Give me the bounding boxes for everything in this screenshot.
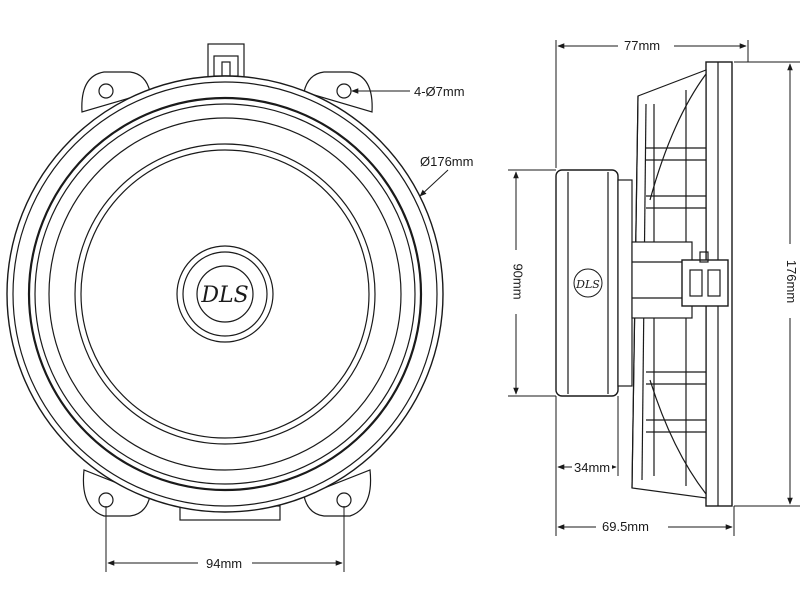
side-view	[555, 61, 733, 507]
mount-ear-top-right	[303, 71, 373, 113]
dls-logo: DLS	[200, 283, 248, 308]
side-logo-badge	[573, 268, 603, 298]
front-view	[6, 43, 444, 521]
label-magnet-depth: 34mm	[572, 460, 613, 475]
mount-ear-bottom-right	[303, 469, 372, 517]
dimension-hole-spacing	[105, 506, 345, 572]
dimension-lines-side	[508, 40, 800, 536]
side-connector	[681, 259, 729, 307]
label-magnet-diameter: 90mm	[510, 261, 526, 302]
label-mount-depth: 69.5mm	[600, 519, 651, 534]
mount-hole-top-left	[98, 83, 114, 99]
mount-ear-top-left	[81, 71, 151, 113]
surround-ring	[27, 96, 423, 492]
outer-frame-ring	[6, 75, 444, 513]
mount-hole-top-right	[336, 83, 352, 99]
terminal-connector	[207, 43, 245, 79]
label-outer-diameter: Ø176mm	[418, 154, 476, 169]
label-hole-spacing: 94mm	[204, 556, 245, 571]
label-mount-holes: 4-Ø7mm	[412, 84, 467, 99]
cone-ring	[74, 143, 376, 445]
label-total-depth: 77mm	[622, 38, 663, 53]
label-total-height: 176mm	[784, 257, 800, 306]
leader-outer-diameter	[419, 169, 449, 197]
dls-logo-side: DLS	[575, 278, 600, 291]
dust-cap	[176, 245, 274, 343]
